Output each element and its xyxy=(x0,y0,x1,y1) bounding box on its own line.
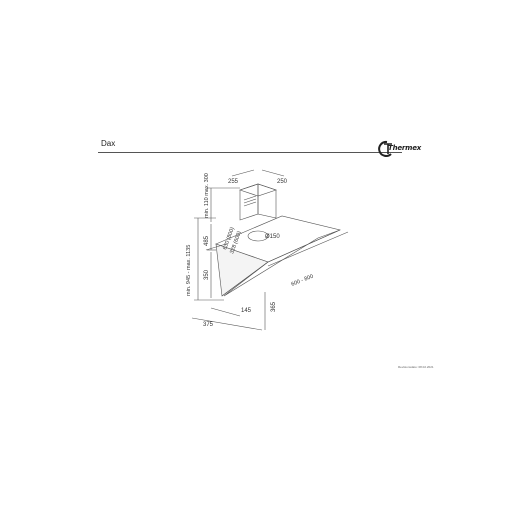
outlet-circle xyxy=(247,230,269,242)
dim-width: 600 - 800 xyxy=(291,274,315,288)
dim-chimney-width-left: 255 xyxy=(228,179,239,185)
dim-glass-height: 365 xyxy=(271,301,277,312)
brand-name: Thermex xyxy=(388,144,422,152)
thermex-logo-icon xyxy=(378,140,392,157)
dim-front-depth: 145 xyxy=(241,308,252,314)
dim-panel-height: 350 xyxy=(204,269,210,280)
header-rule xyxy=(98,152,402,153)
dim-chimney-height: min. 110 max. 300 xyxy=(204,173,210,218)
revision-note: Revisionsdato: 08.02.2021 xyxy=(398,365,434,369)
dim-outlet-diameter: Ø150 xyxy=(265,234,280,240)
dim-total-height: min. 945 - max. 1135 xyxy=(186,245,192,296)
dim-base-depth: 375 xyxy=(203,322,214,328)
hood-front xyxy=(223,229,341,297)
hood-glass xyxy=(215,243,269,297)
dim-chimney-width-right: 250 xyxy=(277,179,288,185)
product-title: Dax xyxy=(101,139,116,148)
dim-upper-height: 485 xyxy=(204,235,210,246)
chimney-top xyxy=(239,183,277,197)
